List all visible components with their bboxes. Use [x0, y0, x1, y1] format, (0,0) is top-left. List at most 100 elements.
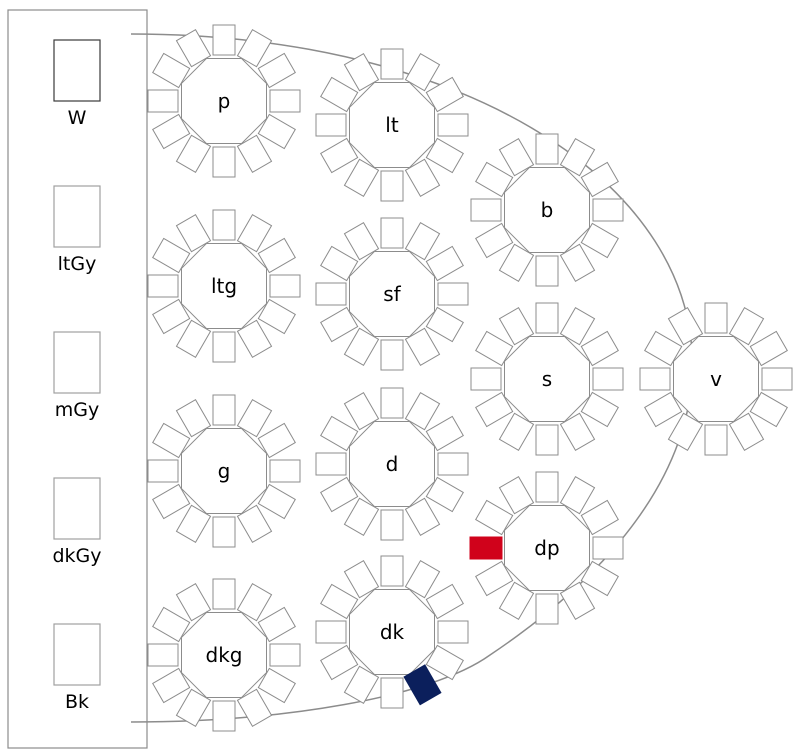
table-g[interactable]: g — [147, 394, 301, 548]
seat[interactable] — [343, 222, 380, 261]
seat[interactable] — [580, 161, 619, 198]
seat[interactable] — [269, 89, 301, 113]
seat[interactable] — [320, 245, 359, 282]
table-p[interactable]: p — [147, 24, 301, 178]
seat[interactable] — [437, 282, 469, 306]
seat[interactable] — [315, 620, 347, 644]
seat[interactable] — [175, 29, 212, 68]
seat[interactable] — [425, 644, 464, 681]
seat[interactable] — [380, 509, 404, 541]
seat[interactable] — [257, 52, 296, 89]
seat[interactable] — [437, 452, 469, 476]
seat[interactable] — [535, 471, 559, 503]
table-sf[interactable]: sf — [315, 217, 469, 371]
seat[interactable] — [236, 688, 273, 727]
seat[interactable] — [343, 158, 380, 197]
seat[interactable] — [269, 459, 301, 483]
seat[interactable] — [498, 307, 535, 346]
seat[interactable] — [749, 330, 788, 367]
seat[interactable] — [667, 307, 704, 346]
seat[interactable] — [343, 665, 380, 704]
seat[interactable] — [559, 307, 596, 346]
seat[interactable] — [498, 581, 535, 620]
seat[interactable] — [475, 560, 514, 597]
seat[interactable] — [147, 89, 179, 113]
seat[interactable] — [667, 412, 704, 451]
seat[interactable] — [425, 137, 464, 174]
seat[interactable] — [269, 643, 301, 667]
seat[interactable] — [380, 555, 404, 587]
highlighted-seat-red[interactable] — [469, 536, 503, 560]
seat[interactable] — [559, 412, 596, 451]
seat[interactable] — [212, 394, 236, 426]
seat[interactable] — [728, 412, 765, 451]
seat[interactable] — [320, 476, 359, 513]
seat[interactable] — [425, 306, 464, 343]
seat[interactable] — [315, 113, 347, 137]
seat[interactable] — [380, 677, 404, 709]
seat[interactable] — [175, 134, 212, 173]
seat[interactable] — [535, 255, 559, 287]
seat[interactable] — [704, 424, 728, 456]
seat[interactable] — [580, 222, 619, 259]
seat[interactable] — [380, 48, 404, 80]
seat[interactable] — [147, 643, 179, 667]
seat[interactable] — [437, 620, 469, 644]
table-dp[interactable]: dp — [470, 471, 624, 625]
seat[interactable] — [559, 476, 596, 515]
seat[interactable] — [704, 302, 728, 334]
seat[interactable] — [580, 391, 619, 428]
seat[interactable] — [236, 134, 273, 173]
seat[interactable] — [343, 497, 380, 536]
seat[interactable] — [559, 138, 596, 177]
seat[interactable] — [212, 24, 236, 56]
seat[interactable] — [152, 52, 191, 89]
seat[interactable] — [175, 214, 212, 253]
seat[interactable] — [592, 367, 624, 391]
seat[interactable] — [320, 583, 359, 620]
seat[interactable] — [175, 583, 212, 622]
seat[interactable] — [404, 497, 441, 536]
seat[interactable] — [152, 298, 191, 335]
seat[interactable] — [580, 330, 619, 367]
seat[interactable] — [257, 237, 296, 274]
seat[interactable] — [257, 667, 296, 704]
seat[interactable] — [580, 560, 619, 597]
table-lt[interactable]: lt — [315, 48, 469, 202]
table-b[interactable]: b — [470, 133, 624, 287]
seat[interactable] — [404, 53, 441, 92]
seat[interactable] — [147, 274, 179, 298]
seat[interactable] — [404, 392, 441, 431]
seat[interactable] — [475, 161, 514, 198]
seat[interactable] — [343, 53, 380, 92]
table-s[interactable]: s — [470, 302, 624, 456]
seat[interactable] — [315, 282, 347, 306]
seat[interactable] — [425, 583, 464, 620]
seat[interactable] — [404, 158, 441, 197]
seat[interactable] — [559, 243, 596, 282]
seat[interactable] — [761, 367, 793, 391]
seat[interactable] — [404, 327, 441, 366]
seat[interactable] — [152, 606, 191, 643]
seat[interactable] — [728, 307, 765, 346]
seat[interactable] — [592, 536, 624, 560]
seat[interactable] — [380, 339, 404, 371]
seat[interactable] — [592, 198, 624, 222]
seat[interactable] — [236, 399, 273, 438]
seat[interactable] — [175, 504, 212, 543]
seat[interactable] — [269, 274, 301, 298]
seat[interactable] — [343, 327, 380, 366]
seat[interactable] — [175, 319, 212, 358]
highlighted-seat-navy[interactable] — [403, 664, 442, 706]
seat[interactable] — [644, 391, 683, 428]
seat[interactable] — [236, 504, 273, 543]
seat[interactable] — [212, 516, 236, 548]
seat[interactable] — [152, 667, 191, 704]
seat[interactable] — [559, 581, 596, 620]
seat[interactable] — [498, 412, 535, 451]
seat[interactable] — [470, 198, 502, 222]
seat[interactable] — [425, 76, 464, 113]
seat[interactable] — [425, 245, 464, 282]
seat[interactable] — [320, 76, 359, 113]
seat[interactable] — [343, 392, 380, 431]
